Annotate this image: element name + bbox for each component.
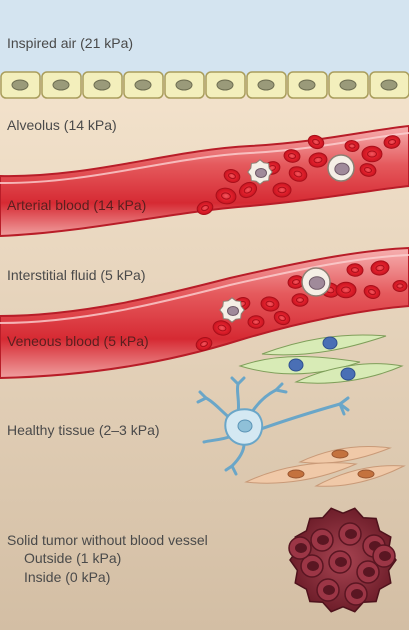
- white-blood-cell: [247, 159, 273, 185]
- white-blood-cell: [219, 297, 245, 323]
- alveolar-cell: [328, 71, 369, 99]
- tumor-cell: [344, 582, 368, 606]
- tumor-cell: [338, 522, 362, 546]
- alveolar-cell: [82, 71, 123, 99]
- air-region: [0, 0, 409, 80]
- red-blood-cell: [308, 152, 328, 168]
- red-blood-cell: [223, 169, 241, 183]
- red-blood-cell: [260, 296, 280, 312]
- arterial-vessel: [0, 124, 409, 238]
- red-blood-cell: [344, 140, 360, 152]
- alveolar-cell-row: [0, 71, 409, 99]
- inspired-air-label: Inspired air (21 kPa): [7, 35, 134, 51]
- red-blood-cell: [238, 181, 258, 199]
- red-blood-cell: [383, 135, 401, 149]
- red-blood-cell: [361, 145, 383, 163]
- red-blood-cell: [196, 201, 214, 215]
- venous-vessel: [0, 246, 409, 380]
- tumor-outside-label: Outside (1 kPa): [24, 550, 122, 566]
- red-blood-cell: [392, 280, 408, 292]
- tissue-cells: [244, 446, 406, 487]
- red-blood-cell: [195, 337, 213, 351]
- alveolus-label: Alveolus (14 kPa): [7, 117, 117, 133]
- tumor-cell: [310, 528, 334, 552]
- tumor-cell: [356, 560, 380, 584]
- alveolar-cell: [41, 71, 82, 99]
- red-blood-cell: [215, 187, 237, 205]
- alveolar-cell: [246, 71, 287, 99]
- red-blood-cell: [272, 182, 292, 198]
- red-blood-cell: [363, 285, 381, 299]
- red-blood-cell: [288, 166, 308, 182]
- white-blood-cell: [301, 267, 331, 297]
- alveolar-cell: [0, 71, 41, 99]
- white-blood-cell: [327, 154, 355, 182]
- neuron-nucleus: [237, 419, 253, 433]
- tumor-cell: [300, 554, 324, 578]
- red-blood-cell: [247, 315, 265, 329]
- fibroblast-cells: [238, 334, 404, 384]
- red-blood-cell: [307, 134, 325, 150]
- tumor-cell: [328, 550, 352, 574]
- solid-tumor-label: Solid tumor without blood vessel: [7, 532, 208, 548]
- tumor-inside-label: Inside (0 kPa): [24, 569, 111, 585]
- red-blood-cell: [346, 263, 364, 277]
- red-blood-cell: [359, 163, 377, 177]
- red-blood-cell: [370, 260, 390, 276]
- alveolar-cell: [205, 71, 246, 99]
- tumor-cell: [316, 578, 340, 602]
- red-blood-cell: [283, 149, 301, 163]
- alveolar-cell: [369, 71, 409, 99]
- arterial-blood-label: Arterial blood (14 kPa): [7, 197, 147, 213]
- alveolar-cell: [164, 71, 205, 99]
- tumor-cell: [372, 544, 396, 568]
- red-blood-cell: [212, 320, 232, 336]
- red-blood-cell: [335, 281, 357, 299]
- solid-tumor: [288, 507, 397, 613]
- venous-blood-label: Veneous blood (5 kPa): [7, 333, 149, 349]
- alveolar-cell: [123, 71, 164, 99]
- red-blood-cell: [291, 293, 309, 307]
- tumor-cell: [288, 536, 312, 560]
- red-blood-cell: [287, 275, 305, 289]
- alveolar-cell: [287, 71, 328, 99]
- red-blood-cell: [273, 310, 291, 326]
- interstitial-fluid-label: Interstitial fluid (5 kPa): [7, 267, 146, 283]
- healthy-tissue-label: Healthy tissue (2–3 kPa): [7, 422, 160, 438]
